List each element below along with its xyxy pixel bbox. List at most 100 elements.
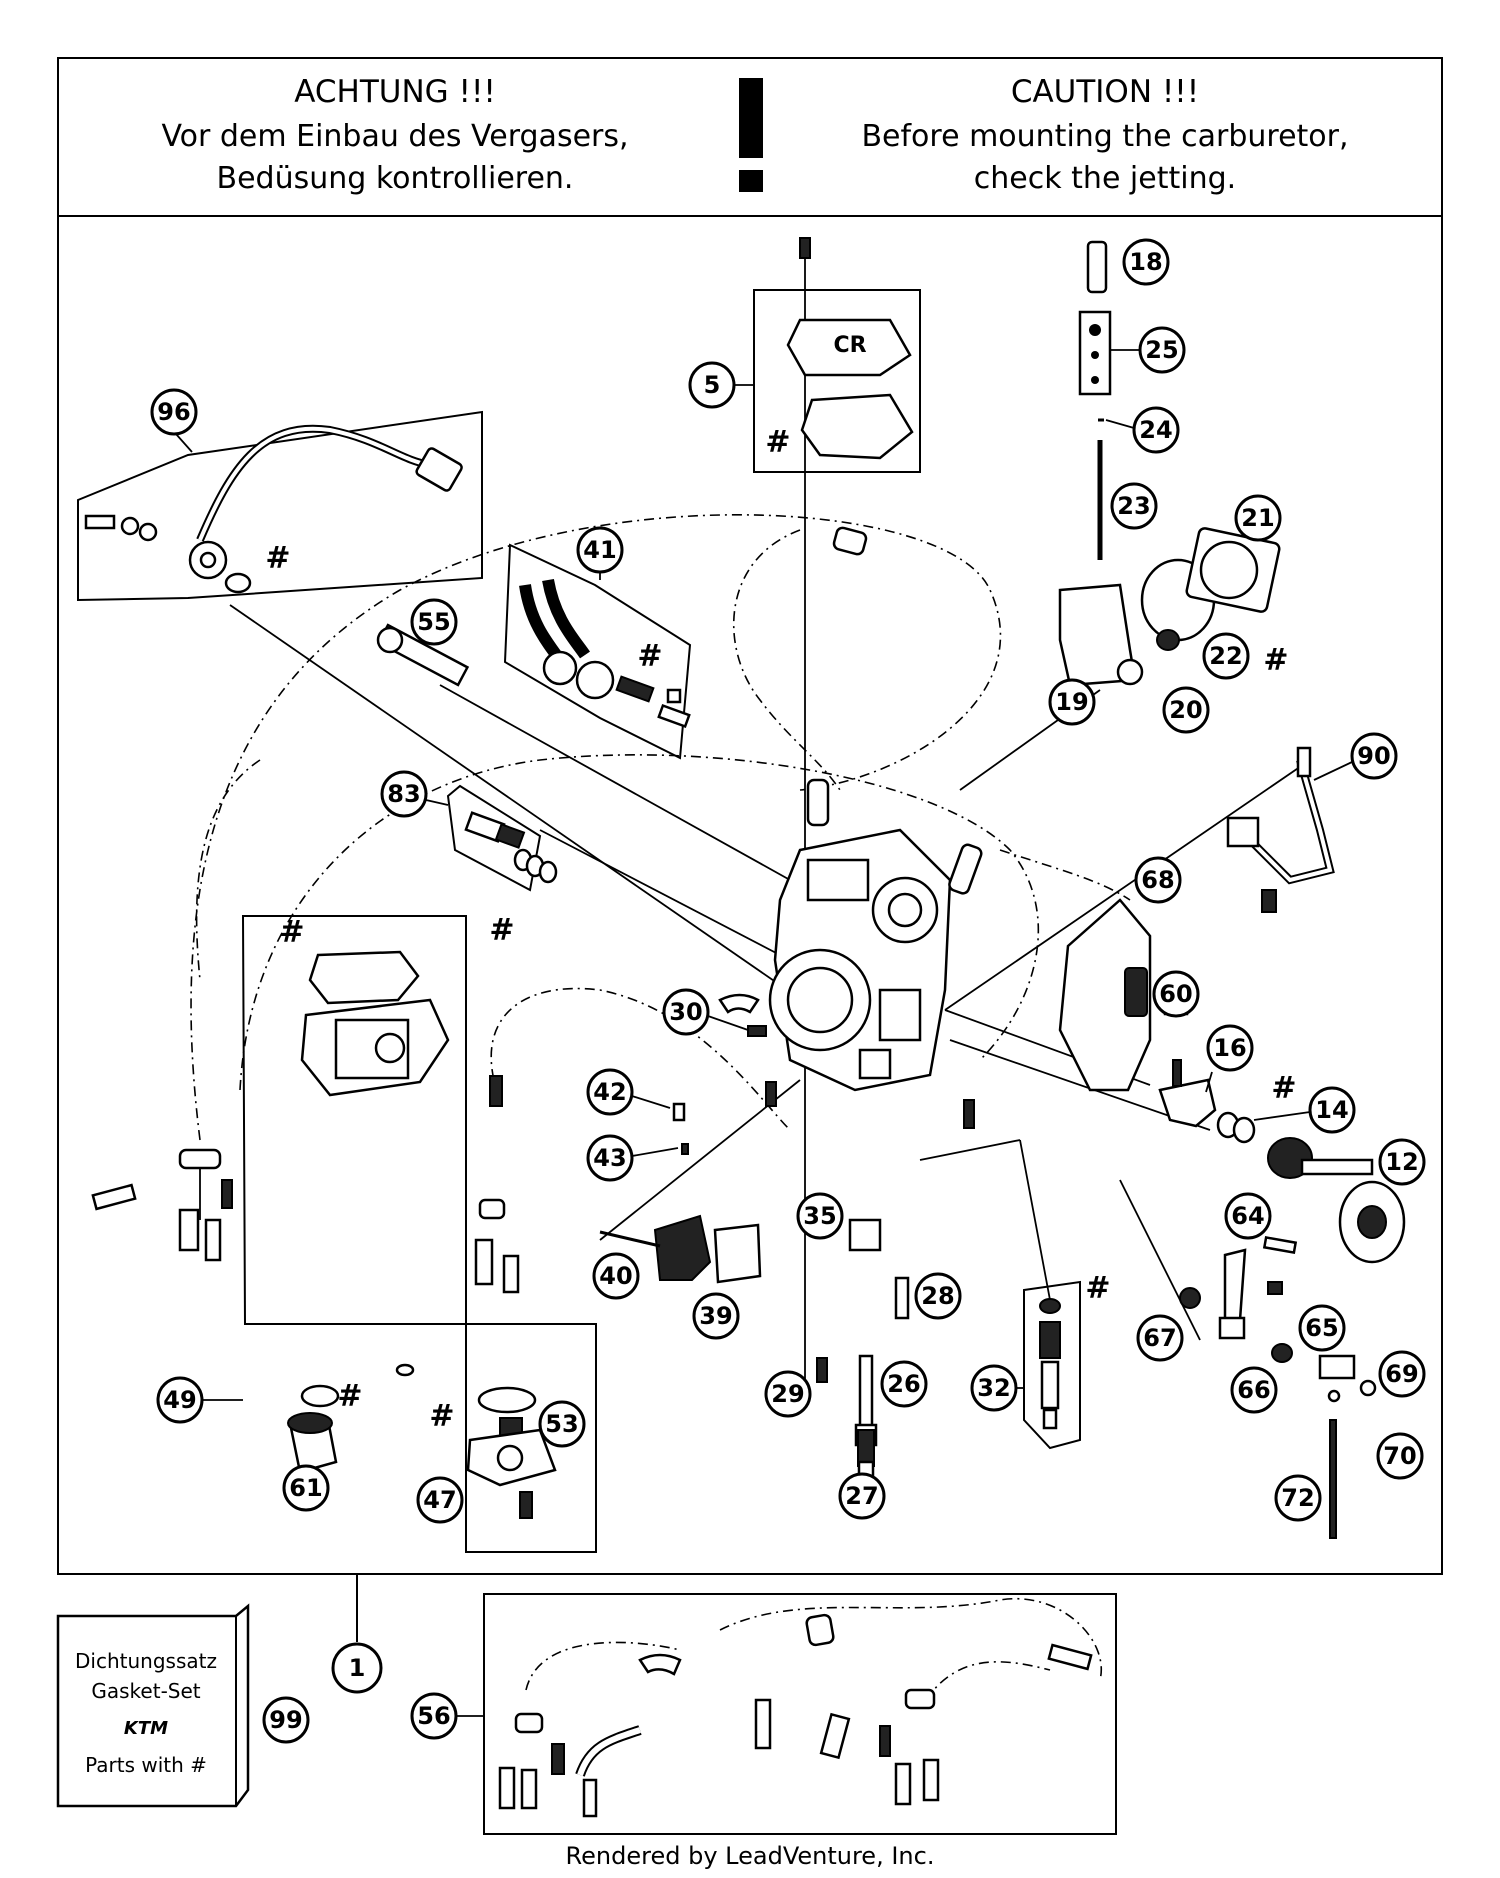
svg-text:24: 24 [1139,416,1172,444]
svg-text:61: 61 [289,1474,322,1502]
part-49-float-bowl [241,915,597,1553]
exclamation-icon [739,78,763,192]
warning-en-line2: check the jetting. [974,161,1236,196]
hash-32: # [1085,1271,1110,1306]
part-68-cover [1058,898,1189,1092]
callout-39: 39 [692,1292,740,1340]
svg-text:41: 41 [583,536,616,564]
callout-24: 24 [1105,406,1180,454]
callout-14: 14 [1253,1086,1356,1134]
choke-lever-group [1179,1236,1377,1539]
callout-32: 32 [970,1364,1024,1412]
svg-text:22: 22 [1209,642,1242,670]
svg-text:83: 83 [387,780,420,808]
warning-de-line2: Bedüsung kontrollieren. [217,161,574,196]
callout-5: 5 [688,361,754,409]
svg-text:69: 69 [1385,1360,1418,1388]
svg-text:27: 27 [845,1482,878,1510]
ktm-logo: KTM [124,1718,168,1739]
callout-19: 19 [1048,678,1096,726]
callout-25: 25 [1110,326,1186,374]
svg-text:70: 70 [1383,1442,1416,1470]
svg-text:12: 12 [1385,1148,1418,1176]
svg-text:32: 32 [977,1374,1010,1402]
callout-26: 26 [880,1360,928,1408]
callout-53: 53 [538,1400,586,1448]
callout-67: 67 [1136,1314,1184,1362]
callout-30: 30 [662,988,749,1036]
warning-de-title: ACHTUNG !!! [294,74,496,110]
svg-text:28: 28 [921,1282,954,1310]
svg-text:49: 49 [163,1386,196,1414]
vent-hoses-left [91,1148,520,1294]
callout-47: 47 [416,1476,464,1524]
callout-23: 23 [1110,482,1158,530]
callout-21: 21 [1234,494,1282,542]
cable-routing-lines [190,514,1131,1141]
svg-text:39: 39 [699,1302,732,1330]
svg-text:21: 21 [1241,504,1274,532]
warning-german: ACHTUNG !!! Vor dem Einbau des Vergasers… [161,74,628,196]
part-32-pump-group [1023,1280,1081,1450]
svg-text:23: 23 [1117,492,1150,520]
svg-text:47: 47 [423,1486,456,1514]
callout-68: 68 [1134,856,1182,904]
part-56-hose-set [483,1593,1117,1835]
hash-53: # [429,1399,454,1434]
svg-text:29: 29 [771,1380,804,1408]
callout-41: 41 [576,526,624,580]
part-90-sensor-lead [1226,746,1335,913]
small-fasteners [672,1025,975,1155]
callout-72: 72 [1274,1474,1322,1522]
svg-text:35: 35 [803,1202,836,1230]
svg-text:65: 65 [1305,1314,1338,1342]
svg-text:25: 25 [1145,336,1178,364]
callout-64: 64 [1224,1192,1272,1240]
callout-70: 70 [1376,1432,1424,1480]
warning-de-line1: Vor dem Einbau des Vergasers, [161,119,628,154]
svg-text:64: 64 [1231,1202,1264,1230]
callout-42: 42 [586,1068,671,1116]
callout-43: 43 [586,1134,679,1182]
main-jet-group [816,1218,910,1484]
warning-en-line1: Before mounting the carburetor, [861,119,1348,154]
hash-41: # [637,639,662,674]
svg-text:43: 43 [593,1144,626,1172]
part-41-jet-assembly [503,543,692,760]
svg-text:72: 72 [1281,1484,1314,1512]
svg-text:53: 53 [545,1410,578,1438]
svg-text:40: 40 [599,1262,632,1290]
callout-90: 90 [1313,732,1398,781]
callout-28: 28 [914,1272,962,1320]
callout-18: 18 [1122,238,1170,286]
hash-marks: # # # # # # # # # # [265,425,1296,1434]
gasket-set-box: Dichtungssatz Gasket-Set KTM Parts with … [56,1603,250,1808]
svg-text:16: 16 [1213,1034,1246,1062]
hash-96: # [265,541,290,576]
svg-text:56: 56 [417,1702,450,1730]
svg-text:90: 90 [1357,742,1390,770]
svg-text:60: 60 [1159,980,1192,1008]
callout-55: 55 [410,598,458,646]
svg-text:14: 14 [1315,1096,1348,1124]
svg-text:30: 30 [669,998,702,1026]
hash-22: # [1263,643,1288,678]
svg-text:18: 18 [1129,248,1162,276]
hash-14: # [1271,1071,1296,1106]
callout-40: 40 [592,1252,640,1300]
callout-16: 16 [1205,1024,1254,1093]
gasket-set-line2: Gasket-Set [91,1679,200,1703]
callout-20: 20 [1162,686,1210,734]
callout-69: 69 [1378,1350,1426,1398]
svg-text:1: 1 [349,1654,366,1682]
svg-text:20: 20 [1169,696,1202,724]
hash-5: # [765,425,790,460]
cover-label: CR [833,333,866,358]
callout-1: 1 [331,1642,383,1694]
callout-35: 35 [796,1192,844,1240]
svg-text:66: 66 [1237,1376,1270,1404]
callout-99: 99 [262,1696,310,1744]
callout-61: 61 [282,1464,330,1512]
svg-text:5: 5 [704,371,721,399]
